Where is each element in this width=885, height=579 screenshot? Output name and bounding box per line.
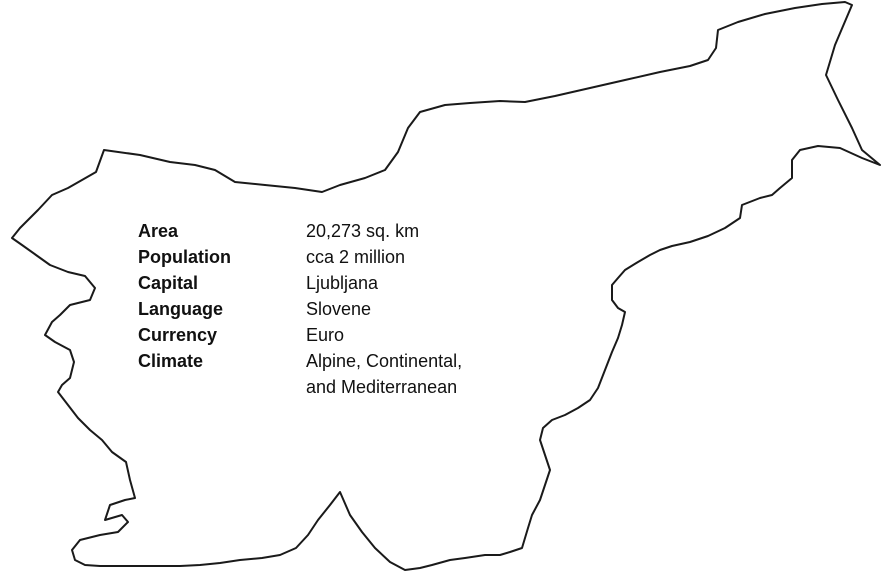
fact-label: Population [138,247,231,267]
fact-label: Currency [138,325,218,345]
fact-label: Language [138,299,224,319]
fact-value-line: Slovene [306,299,372,319]
fact-value: Ljubljana [306,270,546,296]
fact-row: Area 20,273 sq. km [138,218,546,244]
fact-label: Climate [138,351,204,371]
fact-value-line: Alpine, Continental, [306,351,463,371]
fact-label: Capital [138,273,199,293]
fact-value-line: 20,273 sq. km [306,221,420,241]
fact-label: Area [138,221,179,241]
fact-row: Language Slovene [138,296,546,322]
fact-value: Alpine, Continental, and Mediterranean [306,348,546,400]
fact-value-line: cca 2 million [306,247,406,267]
facts-table: Area 20,273 sq. km Population cca 2 mill… [138,218,546,400]
fact-row: Currency Euro [138,322,546,348]
country-border [11,1,881,571]
fact-row: Climate Alpine, Continental, and Mediterr… [138,348,546,400]
fact-value: Euro [306,322,546,348]
fact-value-line: Ljubljana [306,273,379,293]
fact-value: cca 2 million [306,244,546,270]
fact-row: Population cca 2 million [138,244,546,270]
fact-value: Slovene [306,296,546,322]
fact-value-line: and Mediterranean [306,377,458,397]
fact-value-line: Euro [306,325,345,345]
fact-row: Capital Ljubljana [138,270,546,296]
fact-value: 20,273 sq. km [306,218,546,244]
